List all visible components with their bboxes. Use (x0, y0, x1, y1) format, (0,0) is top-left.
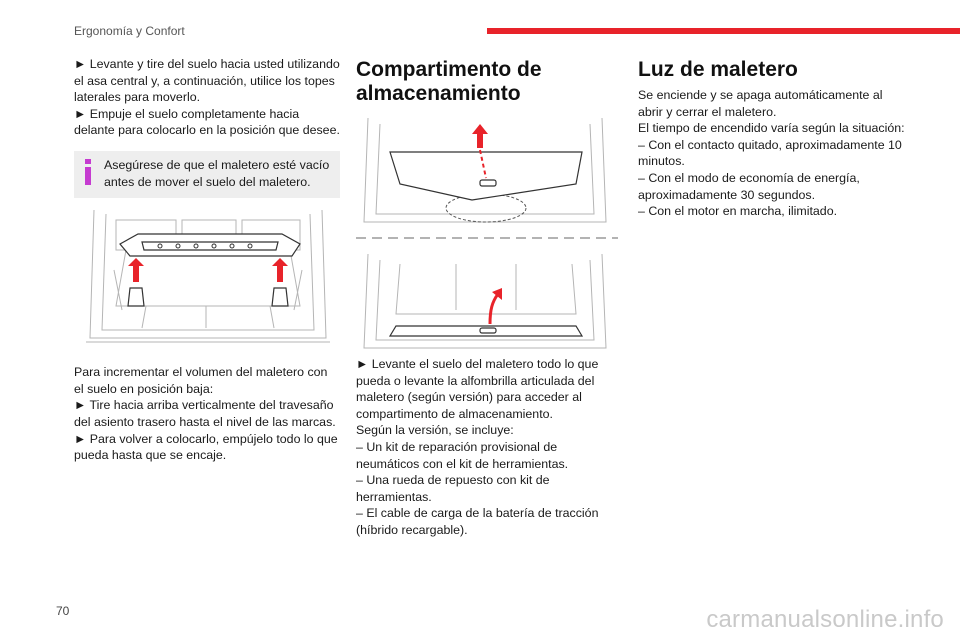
paragraph-auto-light: Se enciende y se apaga automáticamente a… (638, 88, 883, 119)
list-item: – El cable de carga de la batería de tra… (356, 506, 599, 537)
info-icon (85, 158, 91, 185)
paragraph-lift-trunk-floor: ► Levante el suelo del maletero todo lo … (356, 357, 599, 421)
list-item: – Con el motor en marcha, ilimitado. (638, 204, 838, 219)
header-title: Ergonomía y Confort (74, 24, 185, 38)
storage-compartment-illustration (356, 117, 618, 349)
paragraph-version-includes: Según la versión, se incluye: (356, 423, 514, 438)
page-number: 70 (56, 604, 70, 618)
trunk-floor-illustration (86, 210, 330, 343)
heading-trunk-light: Luz de maletero (638, 58, 798, 81)
header-accent-bar (487, 28, 960, 34)
paragraph-push-back: ► Para volver a colocarlo, empújelo todo… (74, 431, 338, 463)
column-1: ► Levante y tire del suelo hacia usted u… (74, 56, 340, 464)
list-item: – Un kit de reparación provisional de ne… (356, 439, 569, 471)
info-note-text: Asegúrese de que el maletero esté vacío … (104, 157, 330, 189)
paragraph-lift-floor: ► Levante y tire del suelo hacia usted u… (74, 57, 340, 105)
column-2: Compartimento de almacenamiento ► Levant… (356, 56, 618, 539)
list-item: – Una rueda de repuesto con kit de herra… (356, 473, 550, 504)
paragraph-light-duration: El tiempo de encendido varía según la si… (638, 121, 905, 136)
watermark: carmanualsonline.info (706, 606, 944, 633)
list-item: – Con el contacto quitado, aproximadamen… (638, 137, 902, 169)
paragraph-pull-crossbar: ► Tire hacia arriba verticalmente del tr… (74, 398, 336, 429)
info-note: Asegúrese de que el maletero esté vacío … (74, 150, 340, 199)
heading-storage-compartment: Compartimento de almacenamiento (356, 58, 542, 105)
column-3: Luz de maletero Se enciende y se apaga a… (638, 56, 908, 220)
paragraph-lower-position: Para incrementar el volumen del maletero… (74, 365, 328, 396)
paragraph-push-floor: ► Empuje el suelo completamente hacia de… (74, 106, 340, 138)
list-item: – Con el modo de economía de energía, ap… (638, 170, 860, 202)
